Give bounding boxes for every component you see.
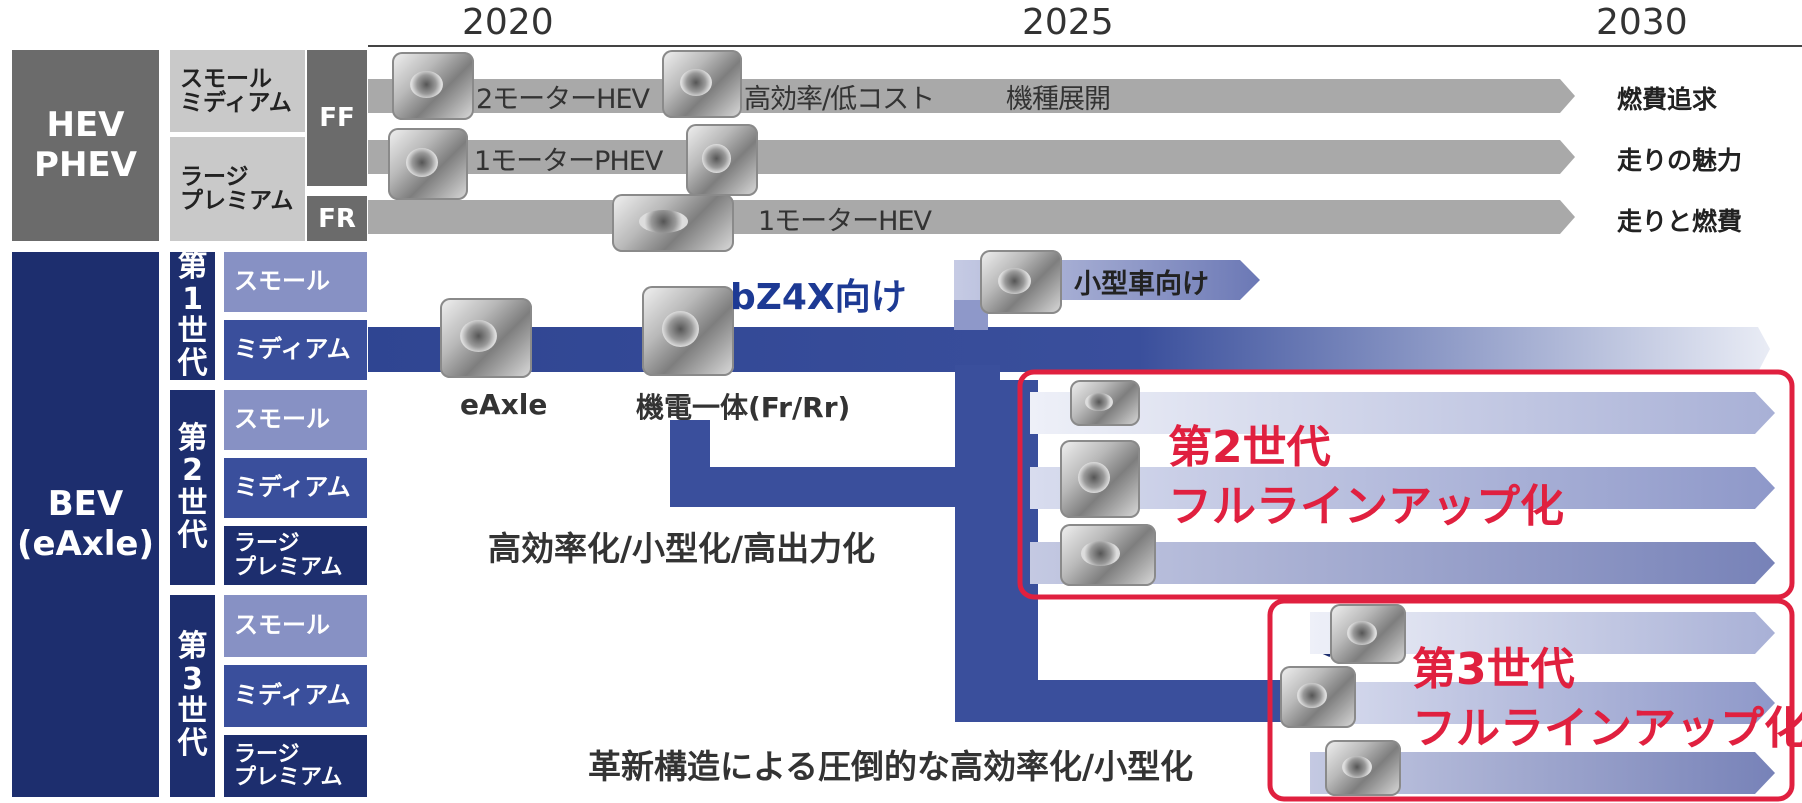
gen1-segment-small: スモール: [224, 252, 367, 312]
gen1-char: 代: [177, 346, 208, 382]
motor-unit-icon: [392, 52, 474, 120]
gen3-title-line1: 第3世代: [1412, 644, 1575, 695]
gen2-title: 第2世代 フルラインアップ化: [1168, 418, 1564, 537]
motor-unit-icon: [686, 124, 758, 196]
gen1-char: 世: [177, 314, 208, 349]
gen3-description: 革新構造による圧倒的な高効率化/小型化: [588, 747, 1194, 786]
ff-label: FF: [307, 50, 367, 186]
hev-arrow-row3: [368, 200, 1575, 234]
gen3-segment-small: スモール: [224, 595, 367, 657]
eaxle-label: eAxle: [460, 388, 548, 421]
gen1-main-arrow: [368, 327, 1770, 372]
hev-phev-header: HEV PHEV: [12, 50, 159, 241]
hev-segment-large-premium: ラージ プレミアム: [170, 137, 305, 241]
motor-unit-icon: [662, 50, 742, 118]
gen2-title-line1: 第2世代: [1168, 422, 1331, 473]
hev-row1-item-2: 高効率/低コスト: [744, 84, 935, 115]
gen2-arrow-medium: [1030, 467, 1775, 509]
gen2-char: 代: [177, 517, 208, 553]
motor-unit-icon: [1325, 740, 1401, 796]
gen2-connector: [670, 420, 1030, 507]
kiden-ittai-label: 機電一体(Fr/Rr): [636, 391, 851, 424]
hev-row3-result: 走りと燃費: [1617, 207, 1743, 236]
motor-unit-icon: [1060, 440, 1140, 518]
gen3-highlight-frame: [1267, 598, 1795, 802]
gen1-char: 第: [177, 249, 208, 285]
gen3-segment-large-premium: ラージ プレミアム: [224, 735, 367, 797]
gen1-segment-medium: ミディアム: [224, 320, 367, 380]
motor-unit-icon: [612, 194, 734, 252]
motor-unit-icon: [1060, 524, 1156, 586]
gen3-char: 代: [177, 726, 208, 762]
motor-unit-icon: [1330, 604, 1406, 664]
generation-1-label: 第 1 世 代: [170, 249, 215, 382]
hev-row2-item-1: 1モーターPHEV: [474, 146, 663, 177]
gen3-connector: [955, 365, 1300, 722]
gen3-title-line2: フルラインアップ化: [1412, 703, 1802, 755]
fr-label: FR: [307, 196, 367, 241]
year-axis-line: [368, 45, 1802, 47]
hev-row1-item-3: 機種展開: [1006, 84, 1111, 115]
gen1-char: 1: [182, 281, 203, 317]
motor-unit-icon: [1280, 666, 1356, 728]
gen2-char: 2: [182, 453, 203, 489]
gen3-char: 3: [182, 661, 203, 697]
hev-row2-result: 走りの魅力: [1617, 146, 1743, 175]
gen2-arrow-large: [1030, 542, 1775, 584]
gen2-char: 世: [177, 485, 208, 521]
gen2-description: 高効率化/小型化/高出力化: [488, 529, 876, 568]
gen3-arrow-small: [1310, 612, 1775, 654]
hev-arrow-row2: [368, 140, 1575, 174]
gen2-char: 第: [177, 420, 208, 456]
year-2025: 2025: [1022, 2, 1114, 43]
motor-unit-icon: [440, 298, 532, 378]
small-car-label: 小型車向け: [1074, 269, 1209, 300]
gen2-segment-large-premium: ラージ プレミアム: [224, 526, 367, 585]
year-2030: 2030: [1596, 2, 1688, 43]
motor-unit-icon: [388, 128, 468, 200]
motor-unit-icon: [980, 250, 1062, 314]
gen2-segment-medium: ミディアム: [224, 458, 367, 518]
bz4x-label: bZ4X向け: [730, 277, 907, 318]
generation-2-label: 第 2 世 代: [170, 390, 215, 585]
gen2-arrow-small: [1030, 392, 1775, 434]
gen3-char: 第: [177, 629, 208, 665]
hev-segment-small-medium: スモール ミディアム: [170, 50, 305, 132]
gen3-arrow-large: [1310, 752, 1775, 794]
gen3-segment-medium: ミディアム: [224, 665, 367, 727]
gen3-char: 世: [177, 694, 208, 729]
motor-unit-icon: [642, 286, 734, 376]
hev-row3-item-1: 1モーターHEV: [758, 206, 932, 237]
gen2-highlight-frame: [1017, 369, 1795, 600]
hev-row1-result: 燃費追求: [1617, 85, 1718, 114]
gen3-arrow-medium: [1310, 682, 1775, 724]
generation-3-label: 第 3 世 代: [170, 595, 215, 797]
gen3-title: 第3世代 フルラインアップ化: [1412, 640, 1802, 759]
gen2-title-line2: フルラインアップ化: [1168, 481, 1564, 533]
bev-header: BEV (eAxle): [12, 252, 159, 797]
motor-unit-icon: [1070, 380, 1140, 426]
gen2-segment-small: スモール: [224, 390, 367, 450]
hev-row1-item-1: 2モーターHEV: [476, 84, 650, 115]
year-2020: 2020: [462, 2, 554, 43]
